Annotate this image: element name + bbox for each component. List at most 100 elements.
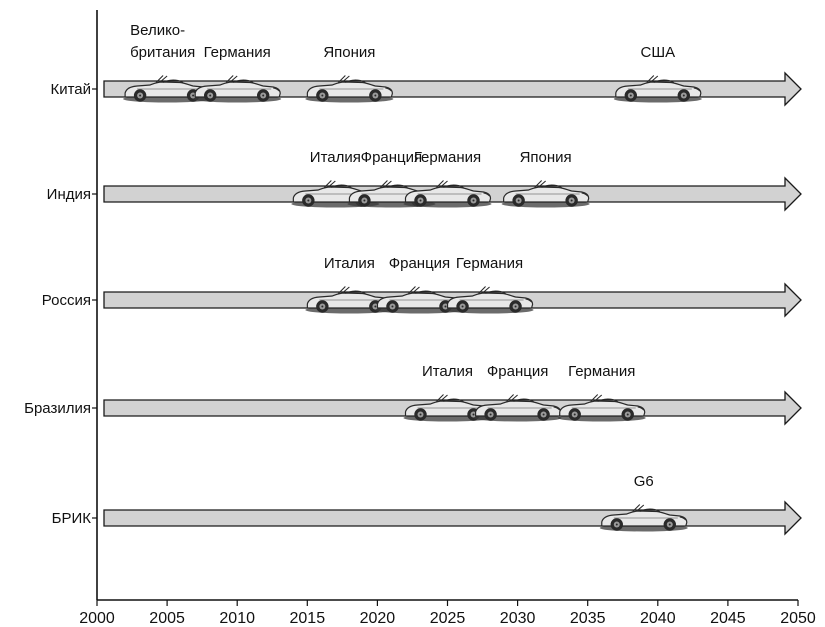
car-headlight (385, 87, 392, 92)
car-icon (403, 180, 492, 208)
car-icon (599, 504, 688, 532)
car-icon (557, 394, 646, 422)
car-seats (345, 79, 366, 83)
x-tick-label: 2020 (360, 610, 396, 627)
car-seats (513, 398, 534, 402)
car-wheel-hub (307, 199, 310, 202)
event-label: Германия (414, 149, 481, 166)
car-wheel-hub (629, 94, 632, 97)
car-headlight (483, 192, 490, 197)
car-wheel-hub (374, 94, 377, 97)
car-seats (485, 290, 506, 294)
cars-layer (123, 75, 702, 532)
row-label: Россия (42, 292, 91, 309)
car-windshield (590, 394, 603, 402)
x-tick-label: 2000 (79, 610, 115, 627)
car-wheel-hub (542, 413, 545, 416)
car-wheel-hub (419, 199, 422, 202)
car-headlight (637, 406, 645, 411)
car-windshield (436, 394, 448, 402)
car-wheel-hub (262, 94, 265, 97)
car-windshield (478, 286, 490, 294)
car-windshield (225, 75, 238, 83)
car-seats (541, 184, 562, 188)
car-headlight (553, 406, 560, 411)
event-label: Франция (389, 255, 450, 272)
car-seats (639, 508, 660, 512)
x-tick-label: 2040 (640, 610, 676, 627)
row-label: Бразилия (24, 400, 91, 417)
car-headlight (693, 87, 701, 92)
car-windshield (337, 75, 350, 83)
event-label: США (641, 44, 676, 61)
x-tick-label: 2045 (710, 610, 746, 627)
event-label: Япония (520, 149, 572, 166)
timeline-arrow (103, 500, 802, 536)
x-tick-label: 2035 (570, 610, 606, 627)
car-wheel-hub (139, 94, 142, 97)
car-wheel-hub (444, 305, 447, 308)
car-seats (345, 290, 366, 294)
car-icon (473, 394, 562, 422)
row-label: Индия (47, 186, 91, 203)
car-wheel-hub (419, 413, 422, 416)
car-windshield (323, 180, 336, 188)
car-wheel-hub (668, 523, 671, 526)
event-label: Япония (323, 44, 375, 61)
x-tick-label: 2015 (290, 610, 326, 627)
car-windshield (337, 286, 350, 294)
car-headlight (273, 87, 280, 92)
car-seats (387, 184, 408, 188)
car-icon (613, 75, 702, 103)
event-label: Германия (456, 255, 523, 272)
car-icon (305, 286, 394, 314)
x-tick-label: 2005 (149, 610, 185, 627)
event-label-line: британия (130, 44, 195, 61)
car-wheel-hub (489, 413, 492, 416)
car-headlight (581, 192, 588, 197)
car-seats (653, 79, 674, 83)
car-windshield (632, 504, 645, 512)
event-label: Германия (568, 363, 635, 380)
car-icon (193, 75, 282, 103)
car-wheel-hub (682, 94, 685, 97)
car-icon (305, 75, 394, 103)
car-wheel-hub (209, 94, 212, 97)
car-wheel-hub (626, 413, 629, 416)
event-label: Франция (487, 363, 548, 380)
car-icon (501, 180, 590, 208)
car-wheel-hub (192, 94, 195, 97)
car-icon (445, 286, 534, 314)
car-seats (331, 184, 352, 188)
car-seats (443, 184, 464, 188)
car-seats (597, 398, 618, 402)
car-wheel-hub (321, 94, 324, 97)
car-windshield (408, 286, 420, 294)
car-windshield (380, 180, 392, 188)
x-tick-label: 2030 (500, 610, 536, 627)
car-wheel-hub (391, 305, 394, 308)
car-headlight (525, 298, 532, 303)
event-label: Велико-британия (130, 22, 195, 61)
car-seats (232, 79, 254, 83)
event-label: Германия (204, 44, 271, 61)
car-wheel-hub (570, 199, 573, 202)
event-label: Франция (361, 149, 422, 166)
event-label-line: Велико- (130, 22, 185, 39)
row-label: БРИК (52, 510, 92, 527)
car-windshield (155, 75, 168, 83)
car-wheel-hub (615, 523, 618, 526)
car-wheel-hub (472, 413, 475, 416)
x-tick-label: 2025 (430, 610, 466, 627)
car-wheel-hub (514, 305, 517, 308)
car-windshield (506, 394, 518, 402)
car-wheel-hub (461, 305, 464, 308)
x-tick-label: 2050 (780, 610, 816, 627)
car-icon (403, 394, 492, 422)
car-seats (415, 290, 436, 294)
car-wheel-hub (517, 199, 520, 202)
